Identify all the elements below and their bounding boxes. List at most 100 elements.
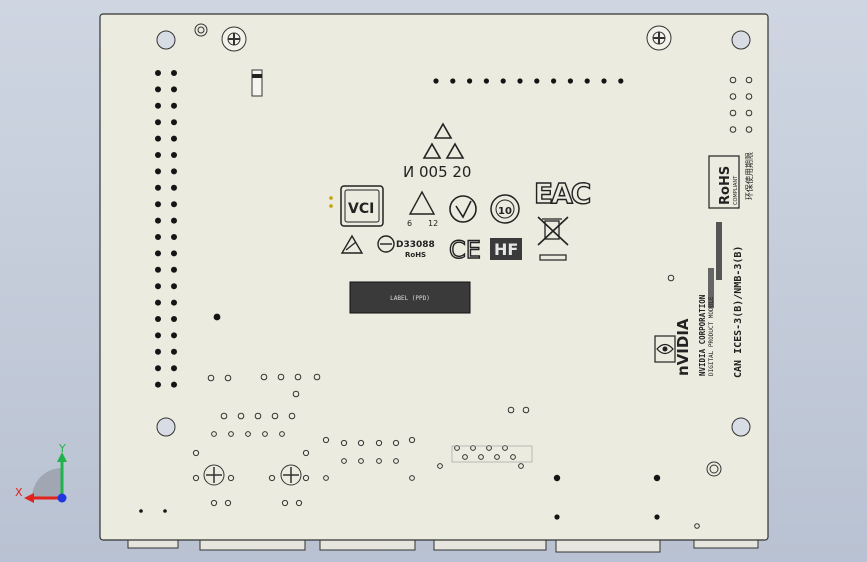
pin bbox=[357, 439, 365, 447]
pin bbox=[171, 283, 177, 290]
triangle-recycling-mark bbox=[422, 122, 465, 159]
pin bbox=[437, 463, 443, 469]
pin bbox=[271, 412, 279, 420]
pin bbox=[171, 119, 177, 126]
pin bbox=[171, 234, 177, 240]
vci-mark: VCI bbox=[340, 185, 384, 227]
pin bbox=[245, 431, 251, 437]
axis-triad[interactable]: X Y bbox=[15, 442, 67, 503]
pin bbox=[155, 86, 161, 93]
barcode-strip bbox=[716, 222, 722, 280]
cert-code-text: И 005 20 bbox=[403, 163, 471, 181]
circle-check-mark bbox=[449, 195, 477, 223]
pin bbox=[393, 458, 399, 464]
mounting-hole bbox=[731, 30, 751, 50]
x-axis-label: X bbox=[15, 486, 23, 499]
pin bbox=[729, 76, 737, 84]
hf-text: HF bbox=[494, 240, 518, 259]
label-text: LABEL (PPD) bbox=[390, 295, 430, 302]
mounting-holes bbox=[156, 30, 751, 437]
pin bbox=[745, 109, 753, 117]
pin bbox=[667, 274, 675, 282]
pin bbox=[211, 431, 217, 437]
pin bbox=[262, 431, 268, 437]
pin bbox=[551, 78, 557, 84]
pin bbox=[729, 109, 737, 117]
barcode-strip-2 bbox=[708, 268, 714, 308]
pin bbox=[554, 514, 560, 520]
pin bbox=[171, 332, 177, 339]
pin bbox=[155, 168, 161, 175]
small-ring-top bbox=[194, 23, 208, 37]
pin bbox=[155, 283, 161, 290]
pin bbox=[454, 445, 460, 451]
ten-circle-mark: 10 bbox=[490, 194, 520, 224]
small-number-left: 6 bbox=[407, 219, 412, 228]
pin bbox=[277, 373, 285, 381]
pin bbox=[171, 168, 177, 175]
pin bbox=[408, 436, 416, 444]
rcm-mark bbox=[340, 234, 364, 254]
screw-top-left bbox=[221, 26, 247, 52]
pin bbox=[224, 374, 232, 382]
pin bbox=[322, 436, 330, 444]
pin bbox=[155, 299, 161, 306]
pin bbox=[171, 250, 177, 257]
pin bbox=[171, 217, 177, 224]
mounting-hole bbox=[156, 30, 176, 50]
round-pad-right bbox=[280, 464, 302, 486]
pin bbox=[601, 78, 607, 84]
pin bbox=[163, 509, 167, 513]
pin bbox=[279, 431, 285, 437]
eac-mark: EAC bbox=[534, 177, 590, 210]
pin bbox=[409, 475, 415, 481]
pin bbox=[220, 412, 228, 420]
round-pad-left bbox=[203, 464, 225, 486]
pin bbox=[494, 454, 500, 460]
pin bbox=[729, 93, 737, 100]
pin bbox=[192, 449, 200, 457]
pin bbox=[295, 499, 303, 507]
pin bbox=[486, 445, 492, 451]
pin bbox=[171, 381, 177, 388]
d-code-text: D33088 bbox=[396, 240, 435, 250]
dot-marks bbox=[329, 196, 333, 208]
nvidia-corp-text: NVIDIA CORPORATION bbox=[698, 294, 707, 376]
pin bbox=[462, 454, 468, 460]
crossed-bin-mark bbox=[537, 216, 569, 261]
ten-text: 10 bbox=[498, 206, 512, 217]
pin bbox=[654, 514, 660, 520]
y-axis-label: Y bbox=[58, 442, 66, 455]
pin bbox=[224, 499, 232, 507]
pin bbox=[483, 78, 489, 84]
pin bbox=[534, 78, 540, 84]
pin bbox=[171, 86, 177, 93]
pin bbox=[155, 348, 161, 355]
screw-top-right bbox=[646, 25, 672, 51]
pin bbox=[155, 266, 161, 273]
mounting-hole bbox=[731, 417, 751, 437]
pin bbox=[281, 499, 289, 507]
pin bbox=[213, 313, 221, 321]
nvidia-eye-logo bbox=[654, 335, 676, 363]
pin bbox=[507, 406, 515, 414]
rohs-compliant-box: RoHS COMPLIANT bbox=[708, 155, 740, 209]
pin bbox=[155, 234, 161, 240]
pin bbox=[313, 373, 321, 381]
rohs-small-text: RoHS bbox=[405, 251, 426, 259]
pin bbox=[478, 454, 484, 460]
pin bbox=[155, 316, 161, 322]
pin bbox=[155, 381, 161, 388]
pin bbox=[294, 373, 302, 381]
nvidia-logo-text: nVIDIA bbox=[674, 318, 692, 376]
small-ring-right bbox=[706, 461, 722, 477]
triangle-c-mark: 6 12 bbox=[407, 190, 438, 228]
pin bbox=[210, 499, 218, 507]
pin bbox=[392, 439, 400, 447]
pin bbox=[567, 78, 574, 84]
pin bbox=[653, 474, 661, 482]
can-ices-text: CAN ICES-3(B)/NMB-3(B) bbox=[733, 246, 744, 378]
pin bbox=[155, 250, 161, 257]
